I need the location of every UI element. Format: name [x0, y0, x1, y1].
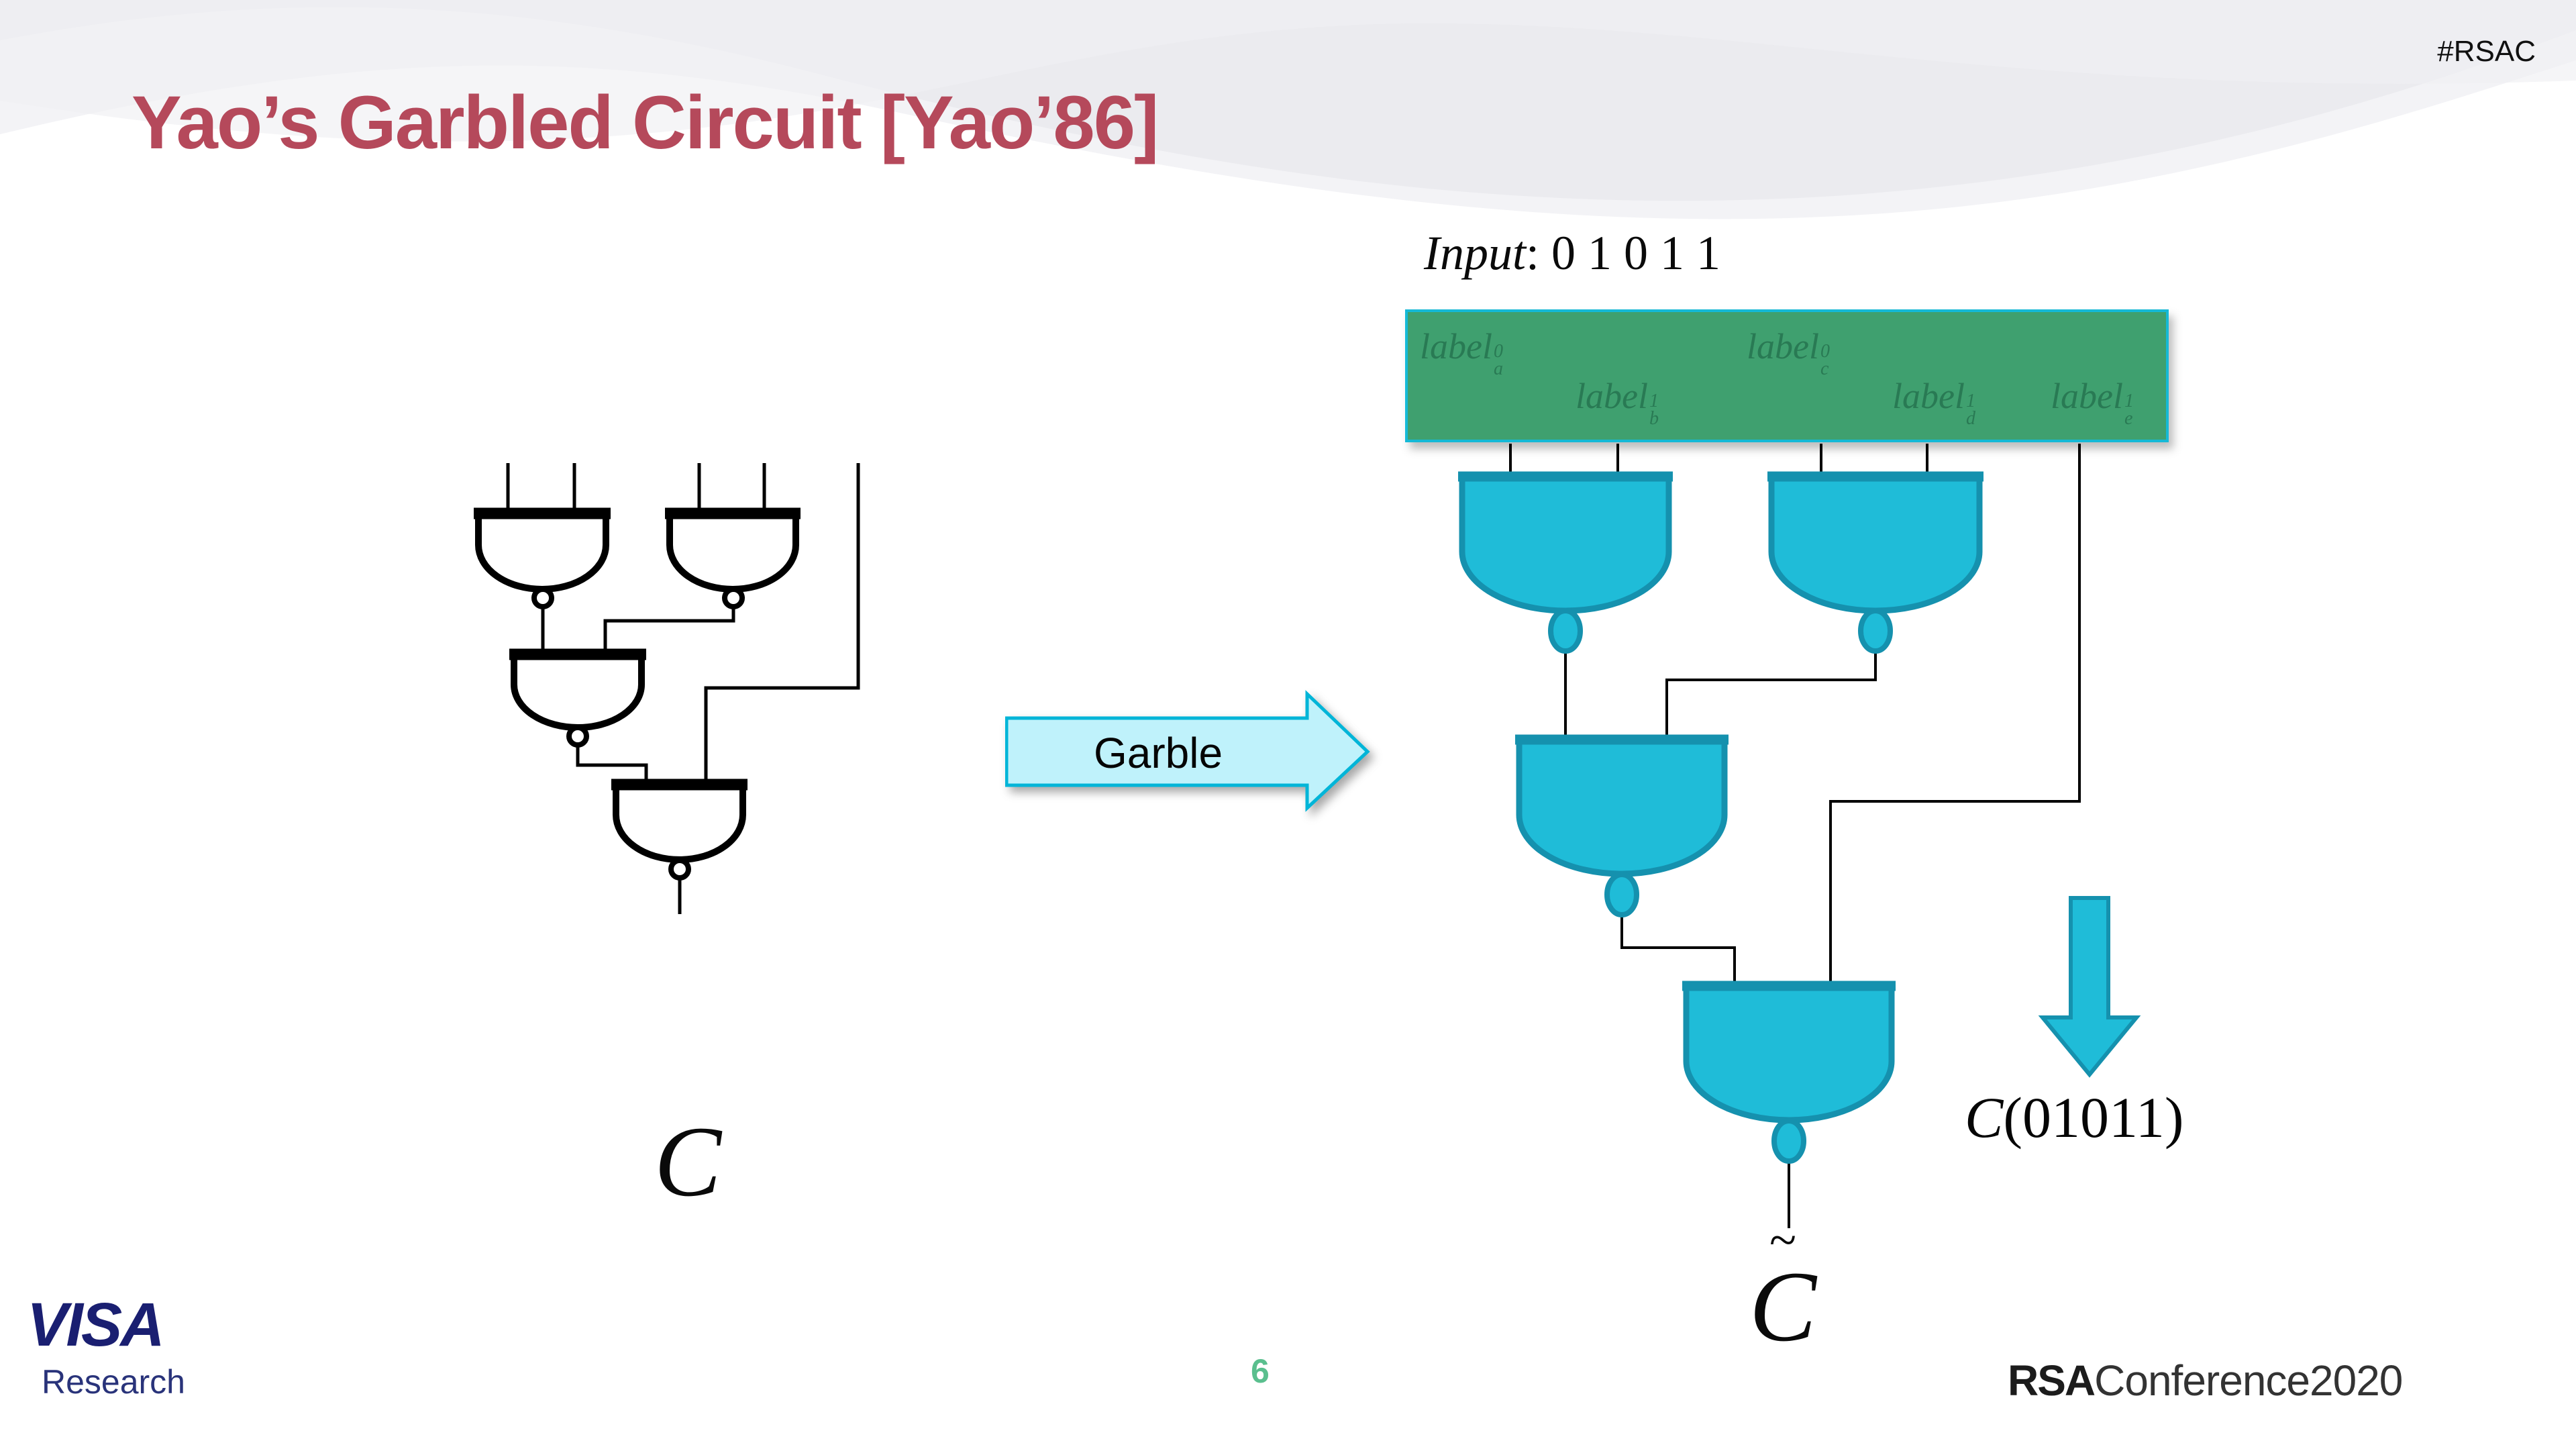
wire-g2-g3 — [603, 607, 735, 654]
evaluate-down-arrow — [2038, 896, 2141, 1078]
nand-gate-4 — [613, 781, 746, 863]
garble-arrow — [1005, 690, 1370, 812]
plain-circuit-label: C — [654, 1106, 722, 1217]
garbled-gate-3 — [1516, 736, 1728, 877]
page-title: Yao’s Garbled Circuit [Yao’86] — [132, 81, 1159, 164]
garbled-gate-2-bubble — [1858, 608, 1893, 654]
input-word: Input — [1424, 226, 1526, 280]
visa-research-label: Research — [42, 1363, 185, 1401]
visa-wordmark: VISA — [27, 1291, 165, 1359]
input-separator: : — [1525, 226, 1551, 280]
garble-arrow-label: Garble — [1093, 729, 1223, 777]
result-function: C — [1965, 1085, 2004, 1150]
rsa-conference-logo: RSAConference2020 — [2008, 1356, 2403, 1405]
nand-gate-1 — [475, 510, 609, 593]
gwire-input-5 — [1829, 444, 2081, 986]
result-args: (01011) — [2003, 1085, 2184, 1150]
nand-gate-3 — [511, 651, 645, 731]
garbled-gate-1-bubble — [1548, 608, 1583, 654]
nand-gate-1-bubble — [531, 587, 554, 609]
nand-gate-3-bubble — [566, 725, 589, 748]
gwire-g2-g3 — [1665, 650, 1877, 740]
page-number: 6 — [1251, 1352, 1270, 1390]
nand-gate-2-bubble — [722, 587, 745, 609]
garbled-gate-3-bubble — [1604, 872, 1639, 917]
garbled-gate-2 — [1768, 473, 1983, 614]
top-wave-decoration — [0, 0, 2576, 219]
garbled-circuit-label: ~ C — [1739, 1213, 1826, 1362]
tilde-accent: ~ — [1769, 1213, 1797, 1268]
evaluation-result: C(01011) — [1965, 1084, 2183, 1151]
wire-input-5 — [704, 463, 860, 785]
rsa-logo-rest: Conference2020 — [2094, 1356, 2403, 1405]
rsa-logo-bold: RSA — [2008, 1356, 2096, 1405]
garbled-circuit-letter: C — [1749, 1250, 1817, 1362]
garbled-gate-1 — [1459, 473, 1672, 614]
wire-g3-g4 — [576, 745, 648, 785]
visa-research-logo: VISA Research — [27, 1294, 185, 1399]
garbled-gate-4-bubble — [1771, 1118, 1806, 1164]
nand-gate-4-bubble — [668, 858, 691, 881]
garbled-circuit-diagram — [1458, 444, 2141, 1228]
rsac-hashtag: #RSAC — [2437, 35, 2536, 68]
input-bits-line: Input: 0 1 0 1 1 — [1424, 226, 1720, 281]
plain-circuit-diagram — [474, 463, 860, 914]
garbled-gate-4 — [1683, 983, 1895, 1123]
gwire-g3-g4 — [1620, 915, 1736, 986]
nand-gate-2 — [666, 510, 799, 593]
input-bits: 0 1 0 1 1 — [1551, 226, 1720, 280]
